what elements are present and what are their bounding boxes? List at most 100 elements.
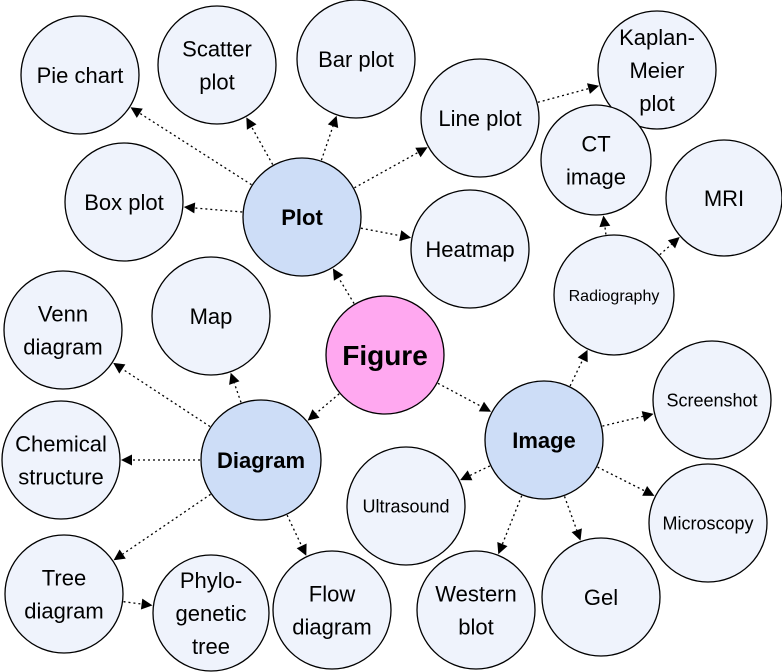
edge-diagram-to-map xyxy=(229,372,242,403)
node-microscopy: Microscopy xyxy=(648,463,768,583)
edge-line xyxy=(563,496,578,531)
edge-image-to-ultrasound xyxy=(460,465,491,481)
edges-layer xyxy=(113,83,680,610)
node-label: Radiography xyxy=(569,288,660,305)
node-circle xyxy=(648,463,768,583)
arrowhead xyxy=(415,147,428,158)
edge-diagram-to-tree-diagram xyxy=(113,493,211,561)
arrowhead xyxy=(183,202,196,214)
node-heatmap: Heatmap xyxy=(410,189,530,309)
arrowhead xyxy=(571,528,582,541)
edge-line xyxy=(338,277,355,304)
edge-line xyxy=(437,382,482,408)
node-screenshot: Screenshot xyxy=(652,340,772,460)
node-label: Gel xyxy=(584,585,618,610)
node-circle xyxy=(410,189,530,309)
node-pie-chart: Pie chart xyxy=(20,15,140,135)
node-circle xyxy=(157,5,277,125)
node-circle xyxy=(325,295,445,415)
arrowhead xyxy=(121,454,132,466)
edge-line xyxy=(123,601,142,605)
node-circle xyxy=(20,15,140,135)
edge-diagram-to-chemical-structure xyxy=(121,454,200,466)
arrowhead xyxy=(296,543,307,556)
node-label: Figure xyxy=(342,340,428,371)
node-circle xyxy=(540,104,652,216)
node-radiography: Radiography xyxy=(553,234,675,356)
node-circle xyxy=(416,550,536,670)
node-label: Ultrasound xyxy=(362,497,449,517)
arrowhead xyxy=(140,598,153,610)
arrowhead xyxy=(130,107,143,118)
node-label: Screenshot xyxy=(666,391,757,411)
node-mri: MRI xyxy=(665,139,782,257)
node-bar-plot: Bar plot xyxy=(296,0,416,119)
node-circle xyxy=(665,139,782,257)
node-gel: Gel xyxy=(541,537,661,657)
edge-line-plot-to-kaplan-meier-plot xyxy=(537,83,600,103)
node-label: Image xyxy=(512,428,576,453)
edge-line xyxy=(251,126,274,165)
edge-line xyxy=(604,226,607,235)
node-diagram: Diagram xyxy=(200,399,322,521)
edge-line xyxy=(569,359,584,387)
arrowhead xyxy=(246,117,257,130)
node-circle xyxy=(151,256,271,376)
node-circle xyxy=(420,58,540,178)
edge-image-to-radiography xyxy=(569,349,588,387)
node-label: MRI xyxy=(704,186,744,211)
node-map: Map xyxy=(151,256,271,376)
arrowhead xyxy=(641,411,654,422)
node-circle xyxy=(553,234,675,356)
edge-line xyxy=(602,415,644,427)
edge-line xyxy=(233,382,242,403)
node-circle xyxy=(152,554,270,672)
node-ultrasound: Ultrasound xyxy=(346,446,466,566)
arrowhead xyxy=(307,409,320,421)
edge-tree-diagram-to-phylogenetic-tree xyxy=(123,598,153,610)
node-circle xyxy=(3,270,123,390)
arrowhead xyxy=(667,237,680,249)
edge-plot-to-heatmap xyxy=(360,227,412,242)
edge-line xyxy=(354,151,419,189)
node-figure: Figure xyxy=(325,295,445,415)
node-plot: Plot xyxy=(242,157,362,277)
arrowhead xyxy=(497,542,508,555)
node-label: Pie chart xyxy=(37,63,124,88)
edge-plot-to-box-plot xyxy=(183,202,243,214)
edge-radiography-to-ct-image xyxy=(599,215,611,235)
node-circle xyxy=(200,399,322,521)
node-label: Map xyxy=(190,304,233,329)
arrowhead xyxy=(113,549,126,561)
node-label: Bar plot xyxy=(318,47,394,72)
edge-image-to-gel xyxy=(563,496,582,541)
node-circle xyxy=(541,537,661,657)
edge-line xyxy=(597,466,645,492)
node-circle xyxy=(1,400,121,520)
node-label: Line plot xyxy=(438,106,521,131)
edge-figure-to-image xyxy=(437,382,492,412)
arrowhead xyxy=(229,372,240,385)
node-image: Image xyxy=(484,380,604,500)
arrowhead xyxy=(460,470,473,481)
edge-line xyxy=(659,243,672,256)
edge-plot-to-pie-chart xyxy=(130,107,252,186)
edge-diagram-to-flow-diagram xyxy=(286,514,307,556)
edge-line xyxy=(139,112,252,186)
edge-line xyxy=(315,393,340,414)
arrowhead xyxy=(327,115,339,128)
arrowhead xyxy=(332,268,344,281)
arrowhead xyxy=(478,401,492,412)
arrowhead xyxy=(399,230,412,242)
